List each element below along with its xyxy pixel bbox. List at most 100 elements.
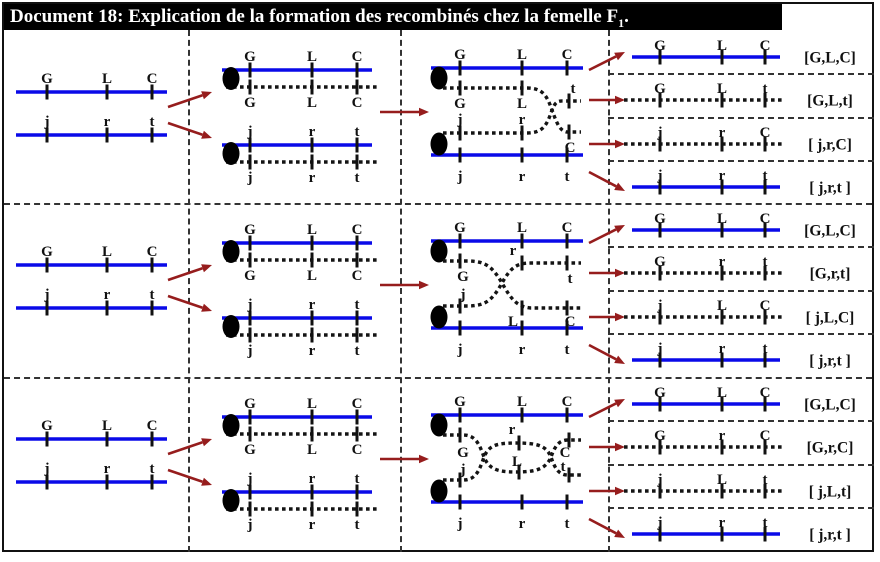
- column-divider-1: [188, 30, 190, 552]
- gamete-2-genotype-label: [G,r,t]: [810, 266, 851, 283]
- allele-label: L: [517, 394, 527, 410]
- allele-label: L: [307, 442, 317, 458]
- gamete-3-genotype-label: [ j,L,C]: [806, 310, 855, 327]
- allele-label: r: [519, 342, 526, 358]
- allele-label: t: [561, 459, 566, 475]
- document-title-bar: Document 18: Explication de la formation…: [4, 4, 782, 30]
- allele-label: L: [307, 95, 317, 111]
- arrow-head-icon: [201, 303, 212, 312]
- allele-label: t: [763, 472, 768, 488]
- allele-label: G: [457, 445, 469, 461]
- arrow-line: [588, 170, 617, 188]
- allele-label: C: [352, 49, 363, 65]
- allele-label: j: [44, 114, 50, 130]
- allele-label: r: [309, 124, 316, 140]
- gamete-divider-r3-2: [608, 464, 874, 466]
- allele-label: j: [247, 170, 253, 186]
- document-title-subscript: 1: [618, 15, 625, 30]
- allele-label: t: [763, 254, 768, 270]
- allele-label: C: [760, 38, 771, 54]
- arrow-head-icon: [201, 130, 212, 139]
- centromere-icon: [222, 142, 240, 165]
- arrow-head-icon: [419, 280, 429, 290]
- allele-label: t: [355, 297, 360, 313]
- allele-label: j: [657, 472, 663, 488]
- allele-label: L: [717, 385, 727, 401]
- allele-label: G: [244, 396, 256, 412]
- allele-label: r: [104, 114, 111, 130]
- gamete-divider-r2-2: [608, 290, 874, 292]
- allele-label: L: [517, 220, 527, 236]
- arrow-head-icon: [614, 355, 625, 364]
- allele-label: G: [654, 81, 666, 97]
- gamete-3-genotype-label: [ j,L,t]: [809, 484, 852, 501]
- gamete-2-genotype-label: [G,L,t]: [807, 93, 853, 110]
- gamete-1-genotype-label: [G,L,C]: [804, 50, 856, 67]
- arrow-line: [588, 402, 617, 419]
- allele-label: j: [457, 342, 463, 358]
- allele-label: G: [454, 394, 466, 410]
- allele-label: C: [562, 394, 573, 410]
- allele-label: j: [657, 515, 663, 531]
- allele-label: r: [309, 343, 316, 359]
- allele-label: t: [355, 343, 360, 359]
- allele-label: L: [508, 314, 518, 330]
- allele-label: t: [355, 170, 360, 186]
- arrow-line: [167, 468, 203, 484]
- centromere-icon: [430, 413, 448, 437]
- arrow-line: [167, 294, 203, 310]
- allele-label: t: [150, 287, 155, 303]
- allele-label: r: [719, 254, 726, 270]
- arrow-head-icon: [615, 139, 625, 149]
- allele-label: r: [719, 168, 726, 184]
- allele-label: j: [457, 112, 463, 128]
- allele-label: L: [307, 268, 317, 284]
- allele-label: t: [355, 124, 360, 140]
- arrow-line: [588, 517, 617, 535]
- allele-label: r: [719, 428, 726, 444]
- allele-label: j: [44, 461, 50, 477]
- document-title: Document 18: Explication de la formation…: [10, 6, 619, 27]
- arrow-head-icon: [615, 95, 625, 105]
- allele-label: j: [657, 298, 663, 314]
- allele-label: G: [244, 95, 256, 111]
- document-title-period: .: [624, 6, 629, 27]
- allele-label: G: [244, 222, 256, 238]
- allele-label: L: [717, 211, 727, 227]
- centromere-icon: [222, 240, 240, 263]
- gamete-1-genotype-label: [G,L,C]: [804, 223, 856, 240]
- allele-label: j: [247, 297, 253, 313]
- gamete-divider-r1-3: [608, 160, 874, 162]
- arrow-head-icon: [201, 91, 212, 100]
- allele-label: t: [763, 81, 768, 97]
- centromere-icon: [222, 489, 240, 512]
- arrow-head-icon: [614, 399, 625, 408]
- allele-label: G: [654, 385, 666, 401]
- allele-label: C: [147, 244, 158, 260]
- arrow-head-icon: [615, 442, 625, 452]
- allele-label: r: [309, 297, 316, 313]
- gamete-divider-r3-3: [608, 507, 874, 509]
- allele-label: r: [509, 422, 516, 438]
- allele-label: L: [517, 47, 527, 63]
- allele-label: r: [309, 471, 316, 487]
- allele-label: j: [460, 462, 466, 478]
- allele-label: r: [309, 170, 316, 186]
- gamete-3-genotype-label: [ j,r,C]: [808, 137, 852, 154]
- arrow-line: [588, 228, 617, 245]
- column-divider-2: [400, 30, 402, 552]
- arrow-line: [167, 266, 203, 282]
- chiasma-strand-upper: [443, 433, 581, 474]
- allele-label: r: [104, 461, 111, 477]
- allele-label: G: [454, 220, 466, 236]
- document-border: [2, 2, 874, 552]
- centromere-icon: [222, 315, 240, 338]
- allele-label: L: [307, 396, 317, 412]
- allele-label: C: [352, 396, 363, 412]
- allele-label: t: [763, 168, 768, 184]
- arrow-head-icon: [201, 438, 212, 447]
- allele-label: C: [565, 314, 576, 330]
- allele-label: L: [307, 222, 317, 238]
- chiasma-strand-lower: [443, 441, 581, 482]
- arrow-head-icon: [201, 264, 212, 273]
